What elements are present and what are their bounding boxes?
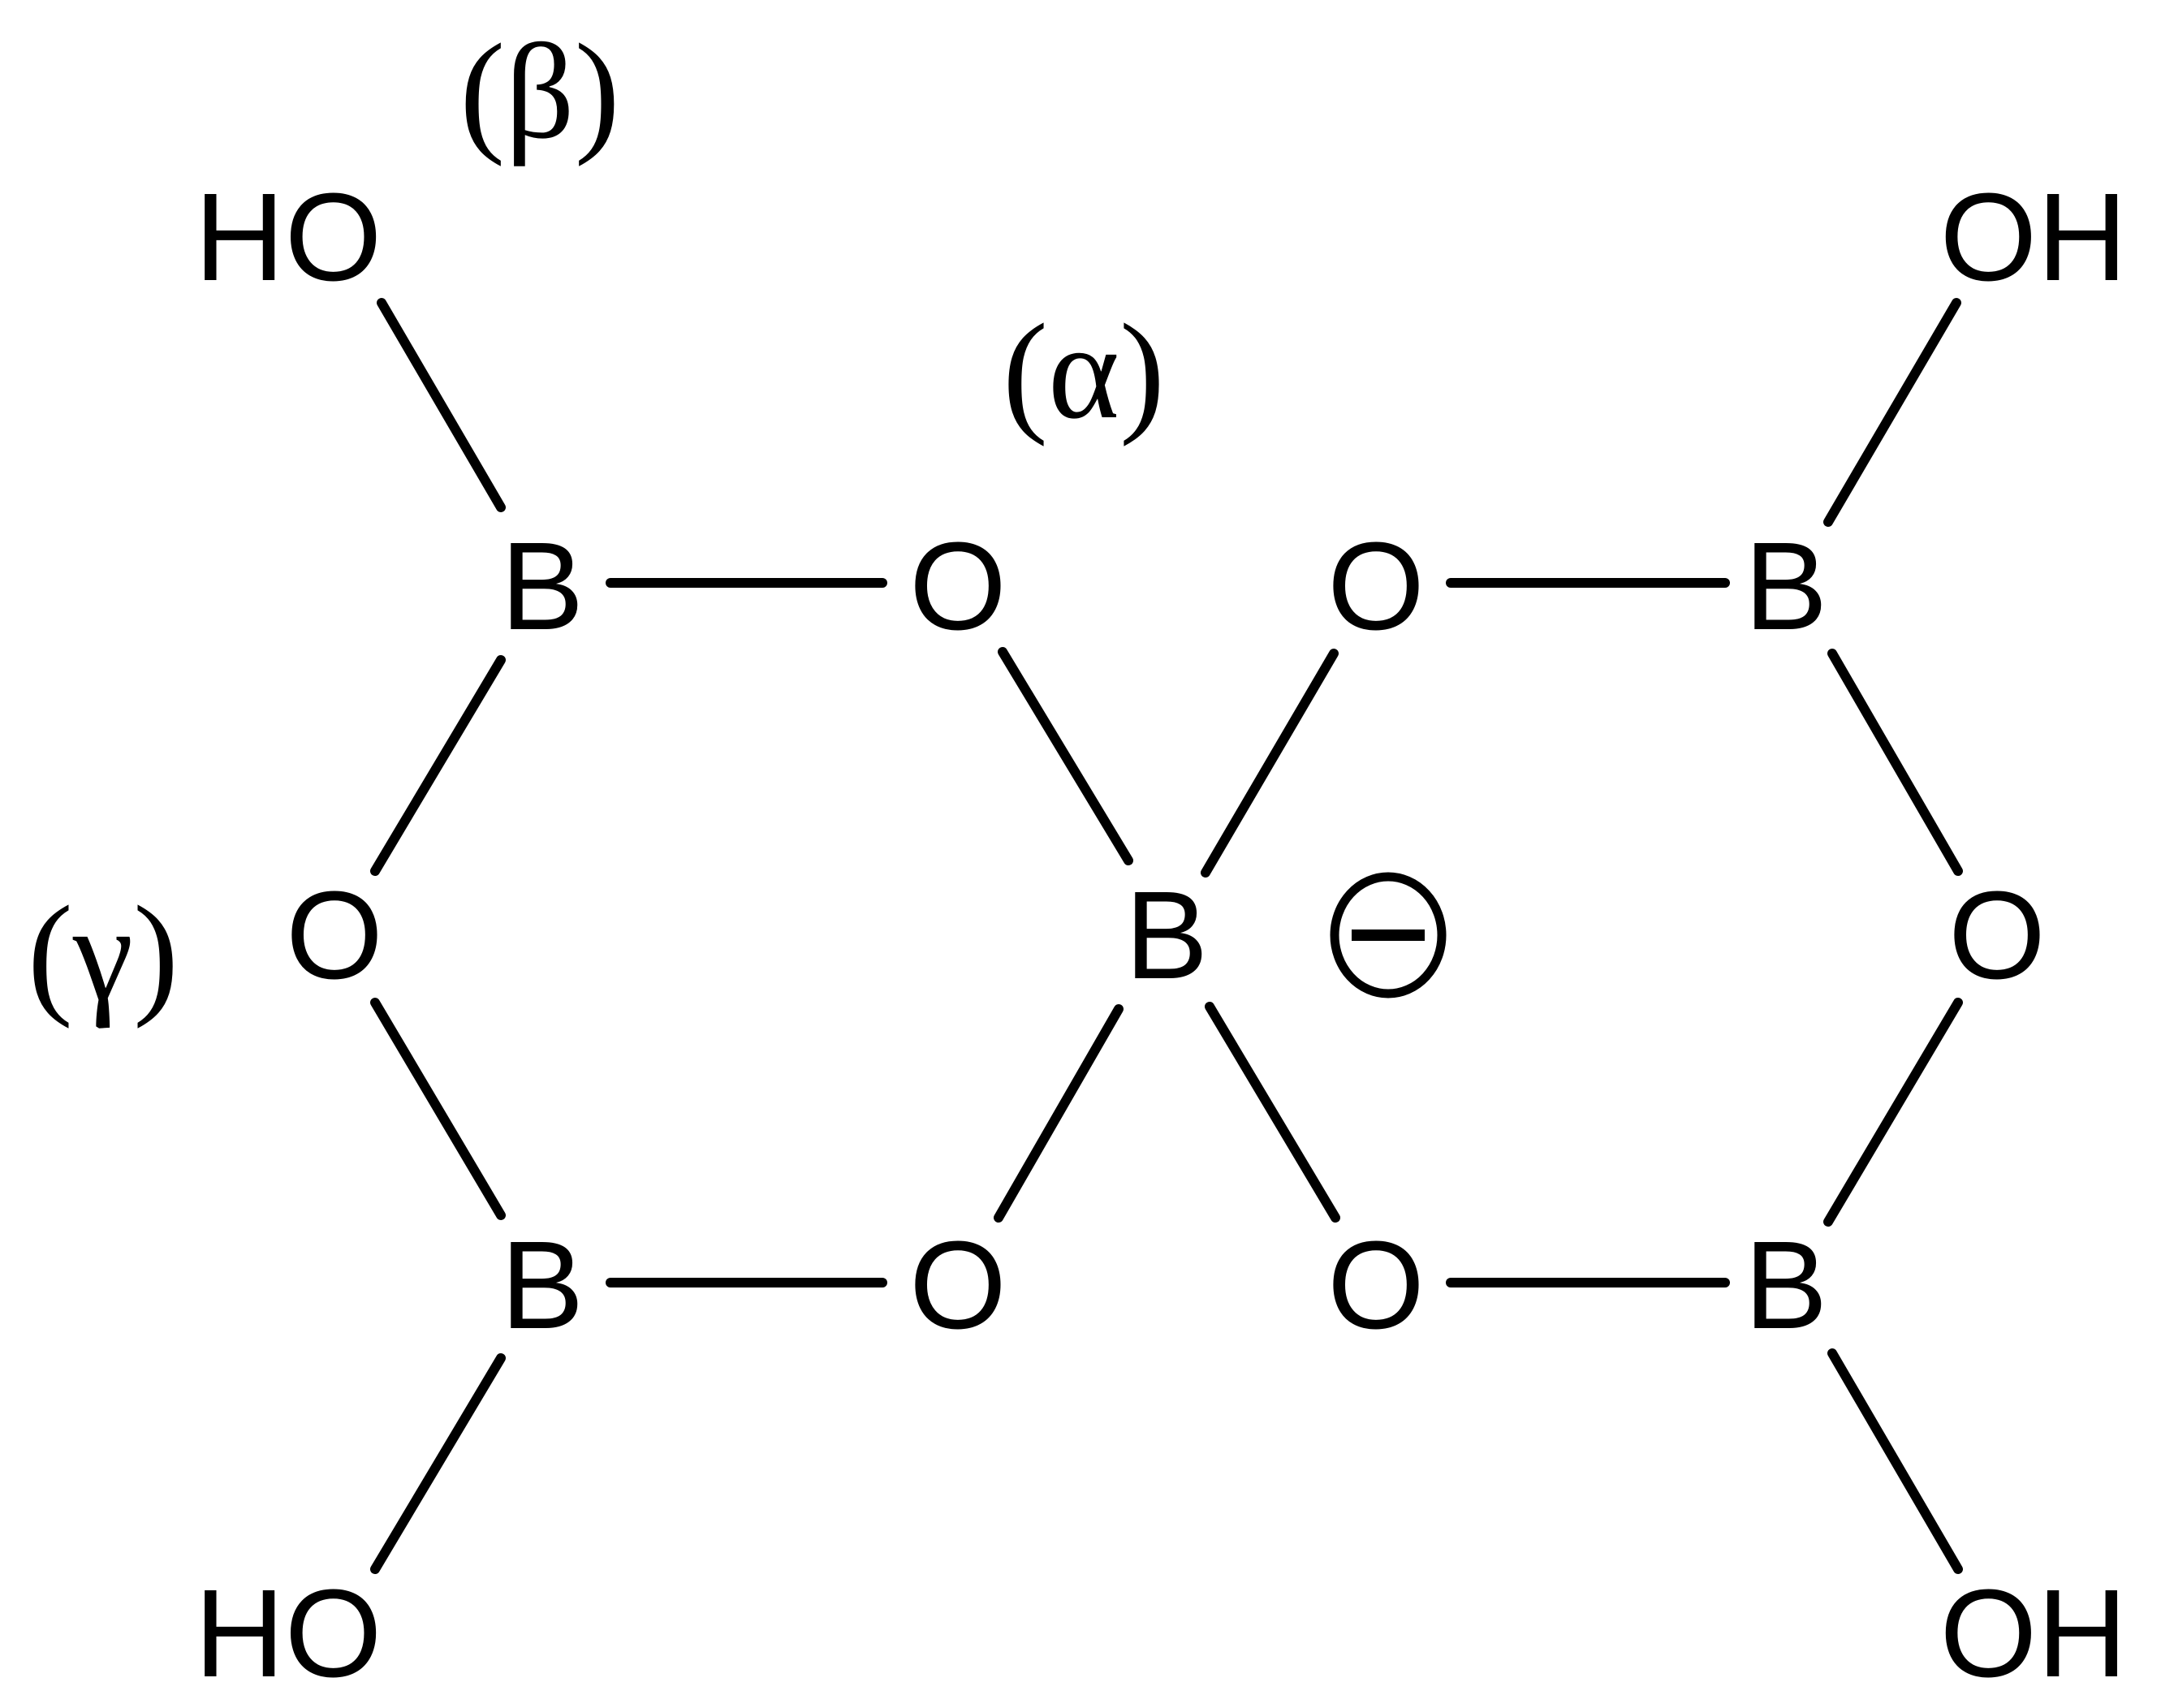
bond-o-left-b-bottomleft <box>370 998 506 1220</box>
bond-o-right-b-bottomright <box>1823 998 1963 1227</box>
bond-b-center-o-topinnerright <box>1201 649 1339 878</box>
bonds <box>370 298 1963 1574</box>
atoms: HO OH HO OH B B B B B O O O O O O <box>195 167 2128 1703</box>
atom-o-left: O <box>286 865 383 1005</box>
label-beta: (β) <box>459 16 619 167</box>
bond-b-bottomright-oh <box>1827 1348 1963 1574</box>
ring-labels: (β) (α) (γ) <box>28 16 1165 1029</box>
atom-ho-bottom-left: HO <box>195 1564 382 1703</box>
atom-o-top-inner-right: O <box>1327 516 1425 656</box>
atom-oh-bottom-right: OH <box>1940 1564 2128 1703</box>
atom-o-right: O <box>1948 865 2046 1005</box>
bond-b-topleft-o-left <box>370 655 506 876</box>
atom-oh-top-right: OH <box>1940 167 2128 307</box>
bond-b-topright-oh <box>1823 298 1961 527</box>
label-alpha: (α) <box>1003 296 1165 447</box>
atom-o-top-inner-left: O <box>909 516 1007 656</box>
bond-o-topinnerleft-b-center <box>998 647 1133 865</box>
bond-b-center-o-bottominnerleft <box>994 1004 1124 1223</box>
atom-b-bottom-right: B <box>1745 1215 1828 1355</box>
atom-b-center: B <box>1125 865 1209 1005</box>
atom-b-top-left: B <box>501 516 584 656</box>
negative-charge-icon <box>1330 872 1447 998</box>
atom-b-top-right: B <box>1745 516 1828 656</box>
label-gamma: (γ) <box>28 878 179 1029</box>
bond-ho-topleft-b <box>377 298 506 512</box>
bond-b-topright-o-right <box>1827 649 1963 876</box>
atom-o-bottom-inner-left: O <box>909 1215 1007 1355</box>
atom-o-bottom-inner-right: O <box>1327 1215 1425 1355</box>
bond-b-bottomleft-ho <box>370 1353 506 1574</box>
atom-b-bottom-left: B <box>501 1215 584 1355</box>
atom-ho-top-left: HO <box>195 167 382 307</box>
bond-b-center-o-bottominnerright <box>1205 1002 1340 1223</box>
